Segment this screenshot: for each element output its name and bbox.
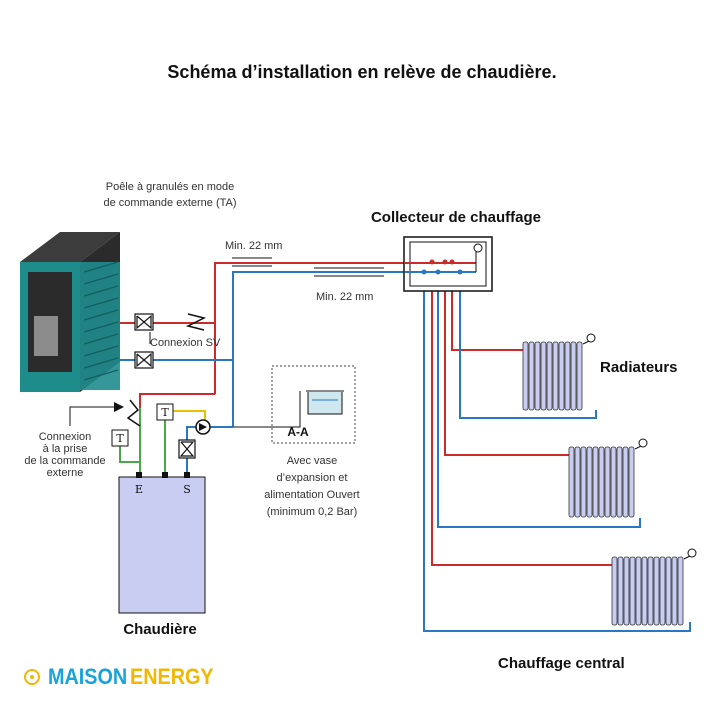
logo-icon (24, 669, 40, 685)
pellet-stove (20, 232, 120, 392)
radiator-fin (552, 341, 559, 411)
valve-icon (134, 351, 154, 369)
radiator-fin (558, 341, 565, 411)
radiator-fin (653, 556, 660, 626)
bleed-valve-icon (586, 333, 596, 343)
thermostat-right (156, 403, 174, 421)
boiler-label: Chaudière (123, 621, 196, 638)
heating-collector (403, 236, 493, 292)
radiator-fin (617, 556, 624, 626)
connexion-sv-label: Connexion SV (150, 337, 221, 349)
stove-caption-line1: Poêle à granulés en mode (106, 181, 234, 193)
radiator-fin (611, 556, 618, 626)
radiator-fin (570, 341, 577, 411)
thermostat-left (111, 429, 129, 447)
valve-icon (134, 313, 154, 331)
radiators-label: Radiateurs (600, 359, 678, 376)
radiator-fin (534, 341, 541, 411)
bleed-valve-icon (638, 438, 648, 448)
radiator-fin (574, 446, 581, 518)
brand-logo: MAISON ENERGY (24, 664, 223, 690)
radiator-fin (568, 446, 575, 518)
radiator-fin (659, 556, 666, 626)
radiator-fin (635, 556, 642, 626)
external-control-arrow (69, 406, 114, 426)
radiator-fin (598, 446, 605, 518)
check-valve-icon (185, 313, 207, 331)
radiator-fin (592, 446, 599, 518)
arrow-head-icon (114, 402, 124, 412)
green-pipes (119, 408, 166, 475)
min-diameter-upper: Min. 22 mm (225, 240, 282, 252)
central-heating-label: Chauffage central (498, 655, 625, 672)
radiator-2 (568, 438, 648, 518)
radiator-fin (610, 446, 617, 518)
circulator-pump-icon (195, 419, 211, 435)
radiator-fin (628, 446, 635, 518)
thermostat-right-label: T (161, 406, 169, 419)
radiator-fin (546, 341, 553, 411)
boiler-valve-icon (178, 439, 196, 459)
radiator-fin (580, 446, 587, 518)
expansion-line1: Avec vase (287, 455, 338, 467)
boiler-inlet-label: E (135, 483, 143, 496)
bleed-valve-icon (687, 548, 697, 558)
radiator-3 (611, 548, 697, 626)
expansion-line3: alimentation Ouvert (264, 489, 359, 501)
switch-icon (126, 399, 141, 427)
radiator-fin (522, 341, 529, 411)
radiator-fin (665, 556, 672, 626)
page-title: Schéma d’installation en relève de chaud… (167, 62, 557, 82)
boiler-body (118, 476, 206, 614)
boiler-outlet-label: S (183, 483, 191, 496)
section-label: A-A (287, 425, 309, 439)
collector-label: Collecteur de chauffage (371, 209, 541, 226)
brand-part1: MAISON (48, 664, 128, 689)
radiator-1 (522, 333, 596, 411)
brand-part2: ENERGY (130, 664, 214, 689)
external-line3: de la commande (24, 455, 105, 467)
radiator-fin (623, 556, 630, 626)
radiator-fin (629, 556, 636, 626)
expansion-line4: (minimum 0,2 Bar) (267, 506, 357, 518)
radiator-fin (528, 341, 535, 411)
radiator-fin (576, 341, 583, 411)
min-diameter-lower: Min. 22 mm (316, 291, 373, 303)
radiator-fin (677, 556, 684, 626)
radiator-fin (586, 446, 593, 518)
external-line1: Connexion (39, 431, 92, 443)
expansion-line2: d’expansion et (277, 472, 348, 484)
pipe-size-markers (232, 257, 384, 277)
expansion-vessel-icon (307, 392, 343, 415)
cold-pipes (120, 271, 691, 632)
radiator-fin (647, 556, 654, 626)
radiator-fin (641, 556, 648, 626)
radiator-fin (604, 446, 611, 518)
external-line4: externe (47, 467, 84, 479)
stove-caption-line2: de commande externe (TA) (103, 197, 236, 209)
radiator-fin (540, 341, 547, 411)
expansion-detail-box (271, 365, 356, 444)
thermostat-left-label: T (116, 432, 124, 445)
radiator-fin (616, 446, 623, 518)
radiator-fin (622, 446, 629, 518)
external-line2: à la prise (43, 443, 88, 455)
radiator-fin (564, 341, 571, 411)
radiator-fin (671, 556, 678, 626)
